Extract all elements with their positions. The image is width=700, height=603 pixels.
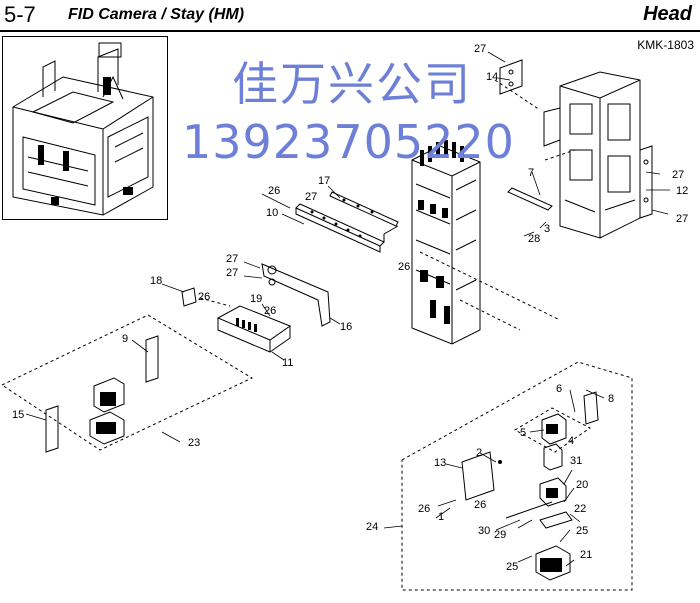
callout-26-d: 26 [264, 305, 276, 317]
callout-13: 13 [434, 457, 446, 469]
callout-4: 4 [568, 435, 574, 447]
group-box-23 [0, 314, 254, 451]
callout-26-e: 26 [418, 503, 430, 515]
group-box-4-5 [513, 407, 591, 453]
callout-21: 21 [580, 549, 592, 561]
callout-27-top: 27 [474, 43, 486, 55]
callout-6: 6 [556, 383, 562, 395]
callout-7: 7 [528, 167, 534, 179]
page-title: FID Camera / Stay (HM) [68, 6, 245, 23]
callout-24: 24 [366, 521, 378, 533]
callout-2: 2 [476, 447, 482, 459]
machine-overview-drawing [12, 42, 154, 216]
callout-20: 20 [576, 479, 588, 491]
callout-26-f: 26 [474, 499, 486, 511]
watermark-phone: 13923705220 [182, 115, 515, 169]
model-code: KMK-1803 [637, 38, 694, 52]
callout-27-b: 27 [226, 253, 238, 265]
header-divider [0, 30, 700, 32]
callout-1: 1 [438, 511, 444, 523]
callout-26-a: 26 [268, 185, 280, 197]
machine-overview-inset [2, 36, 168, 220]
callout-27-a: 27 [305, 191, 317, 203]
callout-26-b: 26 [398, 261, 410, 273]
callout-9: 9 [122, 333, 128, 345]
callout-10: 10 [266, 207, 278, 219]
callout-18: 18 [150, 275, 162, 287]
callout-22: 22 [574, 503, 586, 515]
callout-14: 14 [486, 71, 498, 83]
callout-8: 8 [608, 393, 614, 405]
callout-16: 16 [340, 321, 352, 333]
callout-27-c: 27 [226, 267, 238, 279]
callout-27-right-a: 27 [672, 169, 684, 181]
callout-15: 15 [12, 409, 24, 421]
callout-3: 3 [544, 223, 550, 235]
callout-19: 19 [250, 293, 262, 305]
callout-27-right-b: 27 [676, 213, 688, 225]
category-label: Head [643, 3, 692, 25]
callout-25-b: 25 [506, 561, 518, 573]
callout-23: 23 [188, 437, 200, 449]
callout-29: 29 [494, 529, 506, 541]
callout-12: 12 [676, 185, 688, 197]
group-box-24 [401, 361, 633, 591]
callout-26-c: 26 [198, 291, 210, 303]
callout-28: 28 [528, 233, 540, 245]
callout-25-a: 25 [576, 525, 588, 537]
callout-5: 5 [520, 427, 526, 439]
callout-11: 11 [282, 357, 293, 369]
watermark-company: 佳万兴公司 [232, 57, 472, 111]
callout-31: 31 [570, 455, 582, 467]
section-number: 5-7 [4, 2, 36, 27]
callout-30: 30 [478, 525, 490, 537]
callout-17: 17 [318, 175, 330, 187]
